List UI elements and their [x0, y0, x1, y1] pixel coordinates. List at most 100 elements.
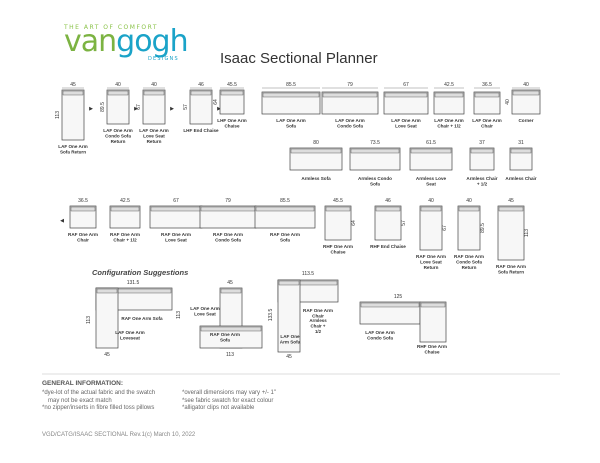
piece-label: Armless Chair	[466, 176, 497, 181]
piece-label: Armless Chair	[505, 176, 536, 181]
piece-label: Love Seat	[420, 260, 442, 265]
piece-back	[420, 206, 442, 212]
info-left: *dye-lot of the actual fabric and the sw…	[42, 390, 155, 413]
piece-outline	[277, 279, 301, 353]
piece-label: Sofa	[280, 238, 290, 243]
piece-outline	[419, 205, 443, 251]
config-title: Configuration Suggestions	[92, 268, 189, 277]
piece-label: LAF One Arm	[276, 118, 305, 123]
piece-label: Corner	[518, 118, 533, 123]
piece-back	[262, 92, 320, 98]
arrow-icon: ▶	[134, 106, 138, 112]
dim-side: 113	[86, 316, 92, 324]
piece-outline	[409, 147, 453, 171]
piece-outline	[419, 301, 447, 343]
dim-label: 42.5	[444, 82, 454, 88]
piece-back	[458, 206, 480, 212]
piece-outline	[109, 205, 141, 229]
dim-side: 113	[176, 311, 182, 319]
dim-label: 45	[286, 354, 292, 360]
piece-label: RAF One Arm	[496, 264, 526, 269]
piece-label: Love Seat	[395, 124, 417, 129]
piece-back	[278, 280, 300, 286]
dim-label: 40	[466, 198, 472, 204]
dim-label: 125	[394, 294, 403, 300]
piece-back	[143, 90, 165, 96]
dim-label: 85.5	[286, 82, 296, 88]
dim-label: 67	[173, 198, 179, 204]
piece-label: Chaise	[330, 250, 346, 255]
config-label: 1/2	[315, 329, 322, 334]
info-left-line: may not be exact match	[48, 397, 112, 404]
piece-label: RAF One Arm	[161, 232, 191, 237]
dim-side: 89.5	[480, 223, 486, 233]
piece-label: Love Seat	[165, 238, 187, 243]
piece-label: LHF End Chaise	[183, 128, 219, 133]
dim-label: 113	[226, 352, 234, 358]
piece-label: Return	[462, 265, 477, 270]
dim-label: 31	[518, 140, 524, 146]
piece-back	[510, 148, 532, 154]
piece-outline	[199, 325, 263, 349]
piece-outline	[473, 91, 501, 115]
dim-side: 40	[505, 99, 511, 105]
config-label: Sofa	[220, 338, 230, 343]
dim-label: 36.5	[78, 198, 88, 204]
piece-label: RAF One Arm	[110, 232, 140, 237]
piece-label: Return	[111, 139, 126, 144]
piece-back	[70, 206, 96, 212]
piece-label: RAF One Arm	[68, 232, 98, 237]
dim-side: 113	[55, 111, 61, 119]
dim-label: 40	[523, 82, 529, 88]
piece-label: LAF One Arm	[103, 128, 132, 133]
piece-back	[360, 302, 420, 308]
config-label: Love Seat	[194, 312, 216, 317]
config-label: Chair	[312, 314, 324, 319]
arrow-icon: ▶	[217, 106, 221, 112]
config-label: Armless	[309, 318, 327, 323]
piece-back	[200, 326, 262, 332]
piece-label: LAF One Arm	[139, 128, 168, 133]
brand-tagline: THE ART OF COMFORT	[64, 24, 159, 31]
piece-back	[350, 148, 400, 154]
dim-label: 80	[313, 140, 319, 146]
config-label: LAF One Arm	[365, 330, 394, 335]
piece-label: Seat	[426, 182, 436, 187]
piece-outline	[254, 205, 316, 229]
brand-logo: vangogh	[64, 26, 189, 58]
piece-back	[220, 90, 244, 96]
piece-back	[470, 148, 494, 154]
piece-label: RAF One Arm	[454, 254, 484, 259]
piece-label: Chair	[481, 124, 493, 129]
arrow-icon: ▶	[89, 106, 93, 112]
piece-outline	[469, 147, 495, 171]
config-label: RAF One Arm Sofa	[121, 316, 163, 321]
dim-label: 37	[479, 140, 485, 146]
piece-label: LHF One Arm	[217, 118, 246, 123]
piece-outline	[433, 91, 465, 115]
dim-label: 79	[225, 198, 231, 204]
piece-back	[420, 302, 446, 308]
dim-label: 40	[115, 82, 121, 88]
piece-back	[107, 90, 129, 96]
piece-label: RHF End Chaise	[370, 244, 406, 249]
config-label: RAF One Arm	[210, 332, 240, 337]
dim-label: 67	[403, 82, 409, 88]
piece-back	[62, 90, 84, 96]
dim-side: 64	[213, 99, 219, 105]
info-heading: GENERAL INFORMATION:	[42, 380, 124, 387]
dim-side: 64	[351, 220, 357, 226]
piece-back	[474, 92, 500, 98]
dim-side: 57	[401, 220, 407, 226]
piece-outline	[457, 205, 481, 251]
dim-label: 36.5	[482, 82, 492, 88]
config-label: LAF One Arm	[115, 330, 144, 335]
dim-label: 40	[428, 198, 434, 204]
piece-outline	[106, 89, 130, 125]
piece-label: Condo Sofa	[215, 238, 241, 243]
piece-label: RAF One Arm	[416, 254, 446, 259]
dim-label: 46	[198, 82, 204, 88]
